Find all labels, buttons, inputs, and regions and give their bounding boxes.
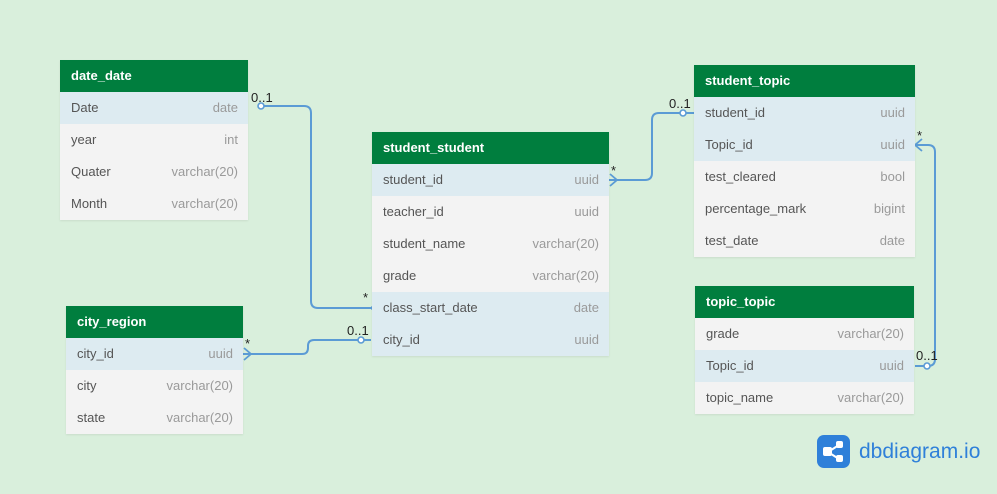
- table-row[interactable]: student_id uuid: [372, 164, 609, 196]
- cardinality-label: 0..1: [347, 323, 369, 338]
- brand-name: dbdiagram.io: [859, 439, 981, 463]
- table-row[interactable]: teacher_id uuid: [372, 196, 609, 228]
- table-header[interactable]: topic_topic: [695, 286, 914, 318]
- relation-line-topic[interactable]: [915, 144, 936, 367]
- column-type: varchar(20): [532, 236, 599, 251]
- cardinality-label: 0..1: [916, 348, 938, 363]
- table-row[interactable]: year int: [60, 124, 248, 156]
- column-type: uuid: [208, 346, 233, 361]
- column-name: class_start_date: [383, 300, 478, 315]
- table-header[interactable]: date_date: [60, 60, 248, 92]
- table-student-topic[interactable]: student_topic student_id uuid Topic_id u…: [694, 65, 915, 257]
- column-type: date: [879, 233, 905, 248]
- table-row[interactable]: topic_name varchar(20): [695, 382, 914, 414]
- table-row[interactable]: percentage_mark bigint: [694, 193, 915, 225]
- column-type: uuid: [574, 332, 599, 347]
- column-name: Topic_id: [705, 137, 753, 152]
- column-name: city_id: [77, 346, 114, 361]
- table-row[interactable]: Date date: [60, 92, 248, 124]
- table-row[interactable]: city varchar(20): [66, 370, 243, 402]
- column-name: grade: [706, 326, 740, 341]
- cardinality-label: *: [245, 336, 251, 351]
- column-name: test_cleared: [705, 169, 776, 184]
- column-name: topic_name: [706, 390, 774, 405]
- column-type: varchar(20): [837, 390, 904, 405]
- column-type: uuid: [574, 204, 599, 219]
- column-type: int: [224, 132, 238, 147]
- cardinality-label: *: [611, 163, 617, 178]
- relation-line-student[interactable]: [609, 112, 694, 181]
- column-type: varchar(20): [166, 410, 233, 425]
- table-header[interactable]: student_topic: [694, 65, 915, 97]
- cardinality-label: *: [917, 128, 923, 143]
- column-name: student_id: [705, 105, 765, 120]
- column-name: grade: [383, 268, 417, 283]
- column-name: student_name: [383, 236, 466, 251]
- column-type: uuid: [879, 358, 904, 373]
- column-name: teacher_id: [383, 204, 444, 219]
- table-header[interactable]: city_region: [66, 306, 243, 338]
- table-header[interactable]: student_student: [372, 132, 609, 164]
- column-name: percentage_mark: [705, 201, 807, 216]
- dbdiagram-brand-link[interactable]: dbdiagram.io: [817, 435, 980, 468]
- table-row[interactable]: state varchar(20): [66, 402, 243, 434]
- table-student-student[interactable]: student_student student_id uuid teacher_…: [372, 132, 609, 356]
- column-type: varchar(20): [532, 268, 599, 283]
- table-row[interactable]: city_id uuid: [372, 324, 609, 356]
- table-row[interactable]: Topic_id uuid: [695, 350, 914, 382]
- column-type: varchar(20): [171, 196, 238, 211]
- table-row[interactable]: test_cleared bool: [694, 161, 915, 193]
- table-row[interactable]: Topic_id uuid: [694, 129, 915, 161]
- table-row[interactable]: test_date date: [694, 225, 915, 257]
- column-name: student_id: [383, 172, 443, 187]
- table-date-date[interactable]: date_date Date date year int Quater varc…: [60, 60, 248, 220]
- column-type: bool: [880, 169, 905, 184]
- table-row[interactable]: grade varchar(20): [695, 318, 914, 350]
- table-city-region[interactable]: city_region city_id uuid city varchar(20…: [66, 306, 243, 434]
- table-row[interactable]: grade varchar(20): [372, 260, 609, 292]
- column-type: date: [573, 300, 599, 315]
- column-type: uuid: [574, 172, 599, 187]
- table-row[interactable]: Month varchar(20): [60, 188, 248, 220]
- column-name: year: [71, 132, 97, 147]
- dbdiagram-logo-icon: [817, 435, 850, 468]
- column-name: city: [77, 378, 97, 393]
- column-name: Quater: [71, 164, 111, 179]
- column-name: Month: [71, 196, 108, 211]
- column-type: bigint: [873, 201, 905, 216]
- cardinality-label: 0..1: [251, 90, 273, 105]
- table-row[interactable]: class_start_date date: [372, 292, 609, 324]
- table-row[interactable]: student_name varchar(20): [372, 228, 609, 260]
- column-name: state: [77, 410, 106, 425]
- cardinality-label: 0..1: [669, 96, 691, 111]
- column-type: uuid: [880, 105, 905, 120]
- column-name: test_date: [705, 233, 759, 248]
- column-type: uuid: [880, 137, 905, 152]
- cardinality-label: *: [363, 290, 369, 305]
- relation-end-circle: [923, 362, 931, 370]
- column-type: varchar(20): [166, 378, 233, 393]
- table-topic-topic[interactable]: topic_topic grade varchar(20) Topic_id u…: [695, 286, 914, 414]
- table-row[interactable]: city_id uuid: [66, 338, 243, 370]
- column-type: varchar(20): [837, 326, 904, 341]
- relation-line-city[interactable]: [243, 339, 371, 355]
- column-type: date: [212, 100, 238, 115]
- column-type: varchar(20): [171, 164, 238, 179]
- column-name: Date: [71, 100, 99, 115]
- table-row[interactable]: student_id uuid: [694, 97, 915, 129]
- column-name: city_id: [383, 332, 420, 347]
- column-name: Topic_id: [706, 358, 754, 373]
- table-row[interactable]: Quater varchar(20): [60, 156, 248, 188]
- relation-line-date-class-start[interactable]: [261, 105, 371, 309]
